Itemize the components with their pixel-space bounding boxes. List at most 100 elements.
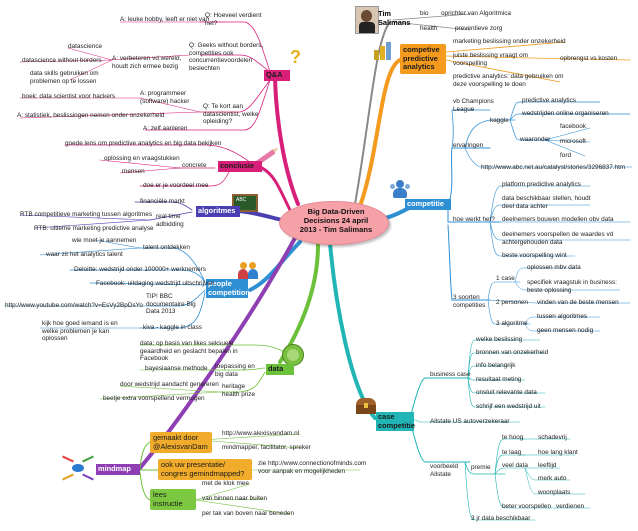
mindmap-logo-icon	[62, 455, 94, 481]
treasure-chest-icon	[356, 398, 376, 414]
mindmap-node-instruction-label: lees instructie	[153, 490, 183, 508]
portrait-photo-icon	[355, 6, 379, 34]
bc-item-1: welke beslissing	[476, 336, 523, 343]
waaronder-label: waaronder	[520, 136, 551, 143]
talent-label: talent ontdekken	[143, 244, 190, 251]
conclusie-top: goede lens om predictive analytics en bi…	[65, 140, 222, 147]
how-item-4: deelnemers voorspellen de waardes vd ach…	[502, 231, 614, 246]
topic-tim-salimans[interactable]: Tim Salimans	[378, 9, 412, 27]
comp-item-4: predictive analytics: data gebruiken om …	[453, 73, 564, 88]
topic-competitive-analytics[interactable]: competive predictive analytics	[400, 44, 446, 74]
youtube-link[interactable]: http://www.youtube.com/watch?v=EsVy2BpDs…	[5, 302, 143, 309]
leeftijd: leeftijd	[538, 462, 557, 469]
bio-label: bio	[420, 10, 429, 17]
topic-qa-label: Q&A	[266, 70, 283, 79]
ervaringen-label: ervaringen	[453, 142, 484, 149]
qa-a3b: A: statistiek, beslissingen nemen onder …	[17, 112, 165, 119]
deloitte: Deloitte: wedstrijd onder 100000+ werkne…	[74, 266, 206, 273]
kiva-label: kiva - kaggle in class	[143, 324, 202, 331]
chart-illustration-icon	[374, 40, 396, 60]
bc-item-5: onsluit relevante data	[476, 389, 537, 396]
heritage-label: heritage health prize	[222, 383, 256, 398]
topic-conclusie[interactable]: conclusie	[218, 161, 262, 172]
mindmap-node-instruction[interactable]: lees instructie	[150, 489, 196, 511]
merk-auto: merk auto	[538, 475, 567, 482]
abc-url-link[interactable]: http://www.abc.net.au/catalyst/stories/3…	[481, 164, 626, 171]
data-top: data: op basis van likes seksuele geaard…	[140, 340, 238, 363]
mindmap-node-made-by-label: gemaakt door @AlexisvanDam	[153, 433, 208, 451]
topic-qa[interactable]: Q&A	[264, 70, 290, 81]
instruction-item-1: met de klok mee	[202, 480, 249, 487]
voorbeeld-allstate: voorbeeld Allstate	[430, 463, 459, 478]
how-item-5: beste voorspelling wint	[502, 252, 567, 259]
veel-data: veel data	[502, 462, 528, 469]
mindmap-node-made-by[interactable]: gemaakt door @AlexisvanDam	[150, 432, 212, 454]
people-group-icon	[390, 180, 410, 200]
kaggle-wedstrijden: wedstrijden online organiseren	[522, 110, 609, 117]
topic-mindmap[interactable]: mindmap	[96, 464, 140, 475]
algo-rtb1: RTB competitieve marketing tussen algori…	[20, 211, 153, 218]
mindmap-node-offer[interactable]: ook uw presentatie/ congres gemindmapped…	[158, 459, 252, 481]
topic-case-competitie-label: case competitie	[378, 412, 415, 430]
conclusie-bottom: doe er je voordeel mee	[143, 182, 209, 189]
mindmap-url[interactable]: http://www.alexisvandam.nl	[222, 430, 300, 437]
instruction-item-2: van binnen naar buiten	[202, 495, 268, 502]
topic-case-competitie[interactable]: case competitie	[376, 412, 415, 432]
facebook-challenge: Facebook: uitdaging wedstrijd uitschrijv…	[96, 280, 215, 287]
bbc-tip: TIP! BBC documentaire Big Data 2013	[146, 293, 196, 316]
vb-champions-league: vb Champions League	[453, 98, 494, 113]
beter-voorspellen: beter voorspellen	[502, 503, 552, 510]
comp-item-2: juiste beslissing vraagt om voorspelling	[453, 52, 528, 67]
qa-a2-item-2: datascience without borders	[22, 57, 102, 64]
concrete-item-1: oplossing en vraagstukken	[104, 155, 180, 162]
comp-item-3: opbrengst vs kosten	[560, 55, 618, 62]
kiva-item: kijk hoe goed iemand is en welke problem…	[42, 320, 118, 343]
mindmap-offer-item: zie http://www.connectionofminds.com voo…	[258, 460, 367, 475]
algoritme-item-2: geen mensen nodig	[537, 327, 594, 334]
premie-label: premie	[471, 464, 491, 471]
health-value: preventieve zorg	[455, 25, 503, 32]
topic-data[interactable]: data	[266, 364, 294, 375]
central-topic[interactable]: Big Data-Driven Decisions 24 april 2013 …	[279, 201, 389, 245]
question-mark-figure-icon: ?	[290, 47, 301, 67]
persons-item: vinden van de beste mensen	[537, 299, 619, 306]
globe-network-icon	[282, 344, 304, 366]
how-item-3: deelnemers bouwen modellen obv data	[502, 216, 614, 223]
people-icon	[238, 262, 258, 280]
sponsor-ford: ford	[560, 152, 572, 159]
central-topic-line2: Decisions 24 april	[303, 216, 369, 225]
how-item-1: platform predictive analytics	[502, 181, 581, 188]
kaggle-label: kaggle	[490, 117, 509, 124]
bc-item-2: bronnen van onzekerheid	[476, 349, 549, 356]
allstate-header: Allstate US autoverzekeraar	[430, 418, 510, 425]
bc-item-3: info belangrijk	[476, 362, 516, 369]
case1-label: 1 case	[496, 275, 515, 282]
topic-competitie[interactable]: competitie	[405, 199, 451, 210]
algo-real: real time adbidding	[156, 213, 184, 228]
qa-q3: Q: Te kort aan datascientist, welke ople…	[203, 103, 259, 126]
topic-algoritmes[interactable]: algoritmes	[196, 206, 240, 217]
algoritme-item-1: tussen algoritmes	[537, 313, 588, 320]
soorten-label: 3 soorten competities	[453, 294, 486, 309]
jr-data-beschikbaar: 3 jr data beschikbaar	[471, 515, 531, 522]
qa-a3a-item: boek: data scientist voor hackers	[22, 93, 116, 100]
topic-competitie-label: competitie	[407, 199, 444, 208]
toepassing-label: toepassing en big data	[215, 363, 255, 378]
business-case-label: business case	[430, 371, 471, 378]
qa-q1: Q: Hoeveel verdient het?	[205, 12, 262, 27]
verdienen: verdienen	[556, 503, 585, 510]
qa-q2: Q: Geeks without borders, competities oo…	[189, 42, 264, 72]
talent-item-2: waar zit het analytics talent	[46, 251, 123, 258]
te-hoog: te hoog	[502, 434, 524, 441]
central-topic-line1: Big Data-Driven	[307, 207, 365, 216]
central-topic-line3: 2013 - Tim Salimans	[299, 225, 373, 234]
topic-people-competition[interactable]: people competition	[206, 279, 250, 299]
topic-algoritmes-label: algoritmes	[198, 206, 236, 215]
qa-a3a: A: programmeer (software) hacker	[140, 90, 190, 105]
talent-item-1: wie moet je aannemen	[72, 237, 137, 244]
toepassing-item: bayesiaanse methode	[145, 365, 208, 372]
schadevrij: schadevrij	[538, 434, 567, 441]
topic-competitive-analytics-label: competive predictive analytics	[403, 45, 440, 72]
qa-a2-item-3: data skills gebruiken om problemen op te…	[30, 70, 99, 85]
how-item-2: data beschikbaar stellen, houdt deel dat…	[502, 195, 591, 210]
